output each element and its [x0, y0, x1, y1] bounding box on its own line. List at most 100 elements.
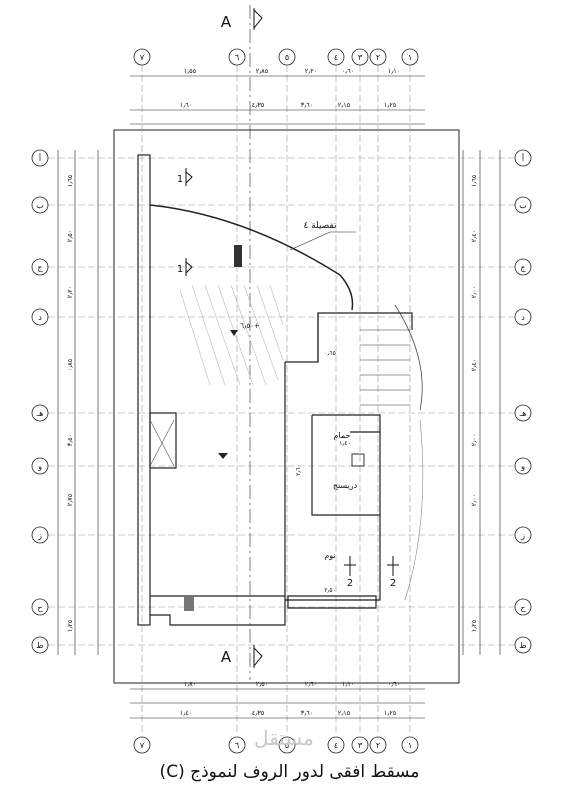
detail-label: تفصيلة ٤ — [303, 221, 337, 231]
row-axis-left-circle — [31, 196, 49, 214]
row-axis-left: ب — [36, 201, 44, 210]
row-axis-left-circle — [31, 636, 49, 654]
row-axis-right-circle — [514, 457, 532, 475]
room-dimension: ١٫٤٠ — [339, 440, 351, 447]
top-dimension: ٤٫٣٥ — [252, 101, 265, 109]
room-dimension: ٢٫٦٠ — [295, 464, 302, 476]
section-cut-label: 1 — [177, 264, 183, 275]
row-axis-left: هـ — [36, 409, 44, 418]
left-dimension: ٣٫٥٠ — [66, 434, 74, 447]
right-dimension: ٢٫٠٠ — [470, 286, 478, 299]
bottom-dimension: ٢٫٦٠ — [305, 680, 318, 688]
plan-caption: مسقط افقى لدور الروف لنموذج (C) — [0, 762, 579, 782]
row-axis-right: ب — [519, 201, 527, 210]
column-axis-top-circle — [278, 48, 296, 66]
row-axis-left: أ — [39, 153, 41, 163]
room-label-bedroom: نوم — [324, 551, 335, 560]
row-axis-right: ط — [519, 641, 526, 650]
column-axis-top-circle — [351, 48, 369, 66]
right-dimension: ١٫٦٥ — [470, 174, 478, 187]
room-label-dressing: دريسنج — [333, 481, 358, 490]
column-axis-top: ٧ — [140, 53, 145, 62]
row-axis-left: ز — [37, 531, 42, 540]
column-axis-top-circle — [369, 48, 387, 66]
column — [234, 245, 242, 267]
column-axis-bottom-circle — [228, 736, 246, 754]
section-cut-label: 1 — [177, 174, 183, 185]
row-axis-left-circle — [31, 258, 49, 276]
top-dimension: ٢٫٨٥ — [256, 67, 269, 75]
row-axis-right-circle — [514, 636, 532, 654]
row-axis-left-circle — [31, 457, 49, 475]
column-axis-top: ٤ — [334, 53, 338, 62]
plan-frame — [113, 129, 460, 684]
right-dimension-lines — [462, 150, 501, 655]
row-axis-right: ج — [520, 263, 526, 272]
detail-leader — [289, 231, 356, 251]
row-axis-left: ط — [36, 641, 43, 650]
row-axis-left-circle — [31, 308, 49, 326]
bottom-dimension: ٤٫٣٥ — [252, 709, 265, 717]
row-axis-right-circle — [514, 149, 532, 167]
row-axis-left-circle — [31, 149, 49, 167]
room-label-bath: حمام — [334, 431, 351, 440]
bottom-dimension: ١٫٤٠ — [180, 709, 193, 717]
section-cut-label: 2 — [390, 578, 396, 589]
top-dimension: ١٫١٠ — [388, 67, 401, 75]
column-axis-bottom: ٧ — [140, 741, 145, 750]
column — [184, 597, 194, 611]
top-dimension: ٣٫٦٠ — [301, 101, 314, 109]
row-axis-left: ج — [37, 263, 43, 272]
left-dimension: ٠٫٨٥ — [66, 358, 74, 371]
column-axis-bottom: ٦ — [235, 741, 239, 750]
column-axis-bottom: ٢ — [376, 741, 380, 750]
column-axis-top: ٢ — [376, 53, 380, 62]
left-dimension: ١٫٢٥ — [66, 619, 74, 632]
row-axis-left: و — [37, 462, 42, 471]
column-axis-top: ٥ — [285, 53, 289, 62]
row-axis-left: د — [38, 313, 42, 322]
left-dimension-lines — [57, 150, 99, 655]
void-cross — [149, 419, 175, 467]
row-axis-right-circle — [514, 258, 532, 276]
column-axis-top: ٦ — [235, 53, 239, 62]
row-axis-right-circle — [514, 404, 532, 422]
left-dimension: ٢٫٢٠ — [66, 286, 74, 299]
level-marker — [218, 330, 238, 459]
column-axis-top-circle — [228, 48, 246, 66]
top-dimension: ١٫٦٠ — [180, 101, 193, 109]
column-axis-bottom-circle — [351, 736, 369, 754]
roof-hatch — [179, 284, 284, 386]
left-dimension: ٢٫٧٥ — [66, 493, 74, 506]
section-marker-top — [253, 8, 263, 30]
section-cut-label: 2 — [347, 578, 353, 589]
right-dimension: ٢٫٤٠ — [470, 230, 478, 243]
right-dimension: ١٫٢٥ — [470, 619, 478, 632]
column-axis-bottom-circle — [133, 736, 151, 754]
section-cut-markers — [185, 168, 399, 576]
column-axis-bottom-circle — [401, 736, 419, 754]
bottom-dimension: ١٫٨٠ — [184, 680, 197, 688]
bottom-dimension: ٣٫٦٠ — [301, 709, 314, 717]
row-axis-left-circle — [31, 404, 49, 422]
row-axis-right: و — [520, 462, 525, 471]
bottom-dimension: ٢٫١٥ — [338, 709, 351, 717]
bottom-dimension: ١٫١٠ — [342, 680, 355, 688]
section-marker-top-label: A — [221, 13, 232, 31]
room-dimension: ٢٫٥٠ — [324, 587, 336, 594]
column-axis-top-circle — [327, 48, 345, 66]
row-axis-right-circle — [514, 526, 532, 544]
stair-treads — [360, 329, 410, 406]
section-marker-bottom — [253, 645, 263, 668]
row-axis-right-circle — [514, 308, 532, 326]
row-axis-left-circle — [31, 598, 49, 616]
column-axis-bottom: ٤ — [334, 741, 338, 750]
stair-curve — [394, 304, 423, 411]
right-dimension: ٢٫٠٠ — [470, 494, 478, 507]
column-axis-bottom: ١ — [408, 741, 412, 750]
top-dimension-lines — [130, 75, 425, 125]
fixture — [351, 453, 365, 467]
row-axis-right: أ — [522, 153, 524, 163]
bottom-dimension: ٠٫٦٠ — [388, 680, 401, 688]
